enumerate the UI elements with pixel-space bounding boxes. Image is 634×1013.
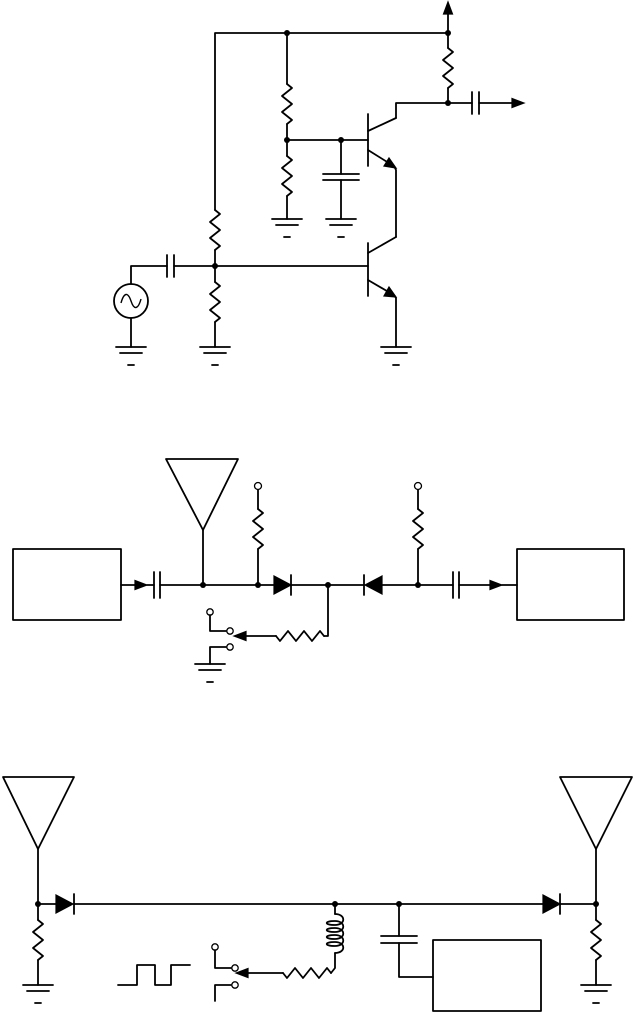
pin-diode-switch-diagram <box>13 459 624 682</box>
antenna-icon <box>560 777 632 904</box>
arrow-icon <box>490 581 502 590</box>
left-block <box>13 549 121 620</box>
supply-rail <box>215 2 453 210</box>
right-pull-up-resistor <box>413 483 423 586</box>
control-switch <box>212 944 238 1001</box>
right-diode-icon <box>364 575 453 595</box>
left-pull-up-resistor <box>253 483 263 589</box>
lower-bias-divider <box>200 210 368 365</box>
upper-bias-divider <box>272 33 302 237</box>
shunt-capacitor <box>381 904 541 1011</box>
inductor <box>327 904 344 973</box>
antenna-icon <box>3 777 74 907</box>
lower-npn-transistor <box>368 237 411 365</box>
sine-wave-icon <box>121 294 141 307</box>
output-arrow-icon <box>512 99 524 108</box>
input-source <box>114 255 215 365</box>
left-diode-icon <box>274 575 364 595</box>
upper-npn-transistor <box>368 114 396 237</box>
bypass-capacitor <box>287 137 368 237</box>
left-ground-resistor <box>23 904 53 1003</box>
bias-switch <box>195 585 328 682</box>
right-block <box>517 549 624 620</box>
wiper-arrow-icon <box>234 632 246 641</box>
load-block <box>433 940 541 1011</box>
control-resistor <box>236 968 331 978</box>
collector-resistor <box>443 33 453 103</box>
square-wave-icon <box>118 965 190 985</box>
antenna-icon <box>166 459 238 588</box>
supply-arrow-icon <box>444 2 453 14</box>
arrow-icon <box>135 581 147 590</box>
cascode-amplifier-diagram <box>114 2 524 365</box>
right-ground-resistor <box>581 904 611 1003</box>
right-diode-icon <box>543 894 599 914</box>
left-diode-icon <box>38 894 543 914</box>
output-node <box>396 92 524 118</box>
pin-diode-inductor-diagram <box>3 777 632 1011</box>
